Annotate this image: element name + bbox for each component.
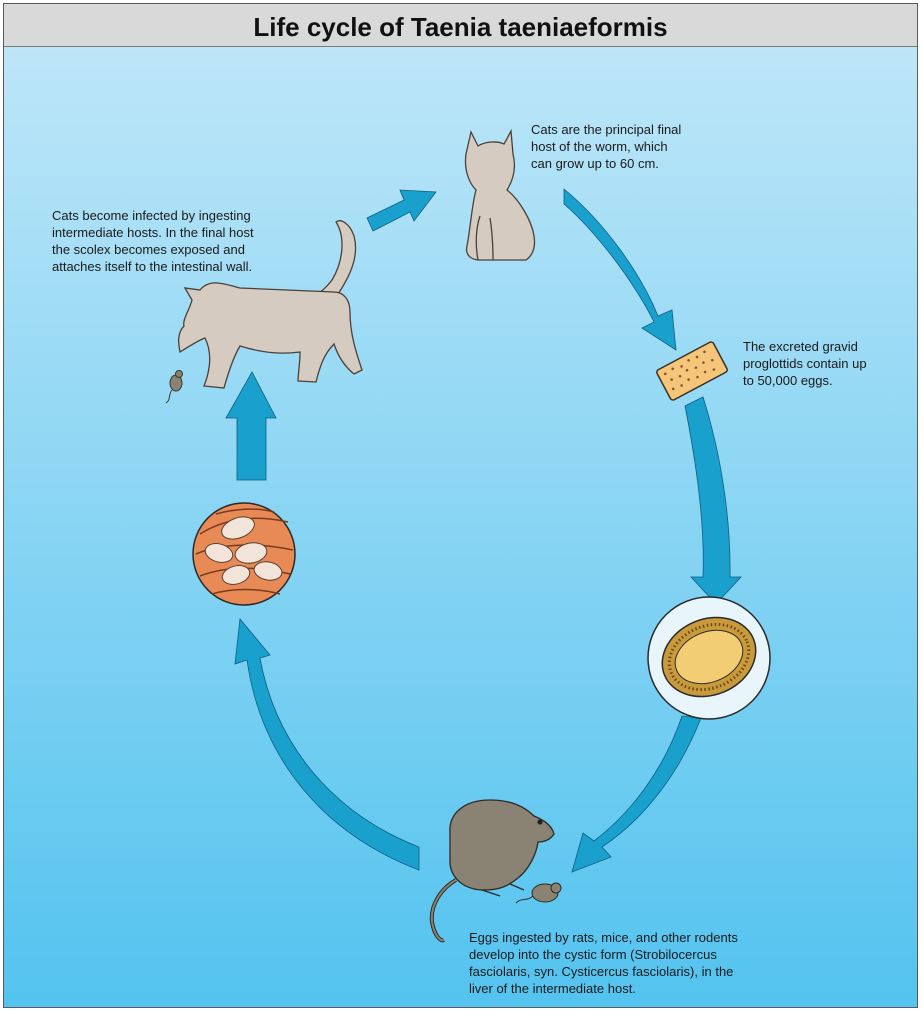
cyst-tissue-icon [193, 503, 295, 605]
diagram-title: Life cycle of Taenia taeniaeformis [4, 12, 917, 43]
caption-intermediate-host: Eggs ingested by rats, mice, and other r… [469, 929, 738, 997]
caption-line: the scolex becomes exposed and [52, 241, 254, 258]
caption-line: proglottids contain up [743, 355, 867, 372]
caption-line: Cats are the principal final [531, 121, 681, 138]
caption-line: fasciolaris, syn. Cysticercus fasciolari… [469, 963, 738, 980]
caption-line: develop into the cystic form (Strobiloce… [469, 946, 738, 963]
caption-line: liver of the intermediate host. [469, 980, 738, 997]
life-cycle-diagram [4, 47, 917, 1007]
caption-line: intermediate hosts. In the final host [52, 224, 254, 241]
caption-line: The excreted gravid [743, 338, 867, 355]
caption-line: Cats become infected by ingesting [52, 207, 254, 224]
caption-line: to 50,000 eggs. [743, 372, 867, 389]
caption-proglottids: The excreted gravid proglottids contain … [743, 338, 867, 389]
title-bar: Life cycle of Taenia taeniaeformis [4, 4, 917, 47]
caption-line: host of the worm, which [531, 138, 681, 155]
caption-final-host: Cats are the principal final host of the… [531, 121, 681, 172]
caption-line: can grow up to 60 cm. [531, 155, 681, 172]
caption-line: Eggs ingested by rats, mice, and other r… [469, 929, 738, 946]
taenia-egg-icon [648, 597, 770, 719]
diagram-frame: Life cycle of Taenia taeniaeformis [3, 3, 918, 1008]
caption-cat-infection: Cats become infected by ingesting interm… [52, 207, 254, 275]
caption-line: attaches itself to the intestinal wall. [52, 258, 254, 275]
